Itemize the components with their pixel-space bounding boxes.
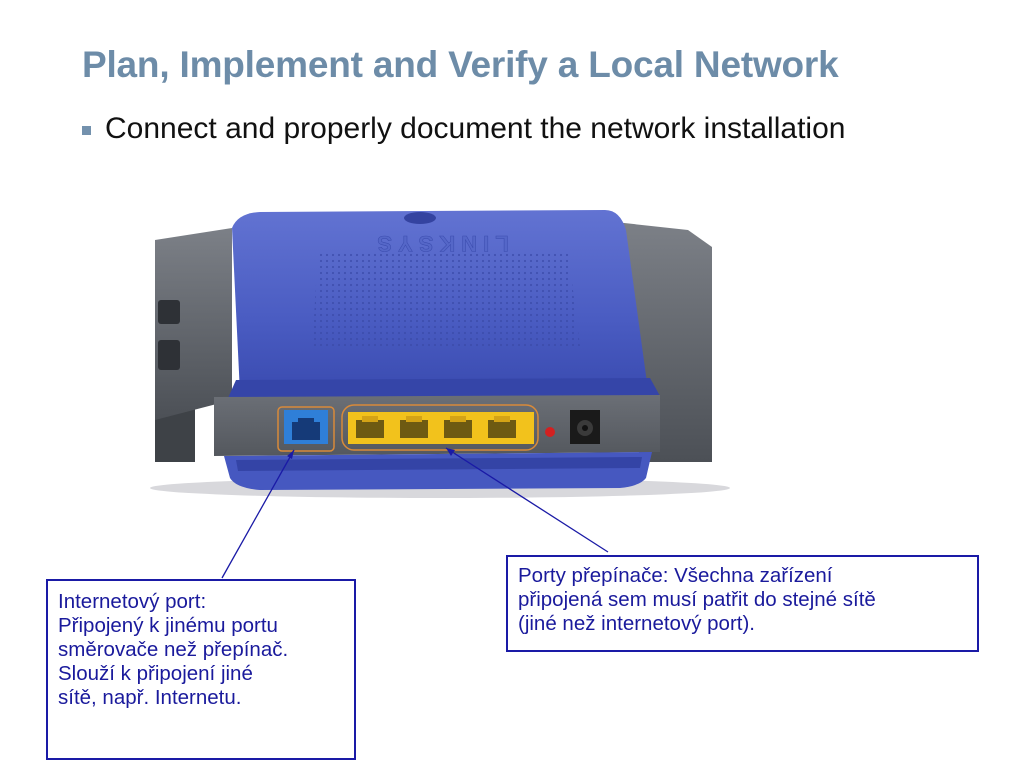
bullet-item: Connect and properly document the networ… [82, 112, 845, 146]
reset-button [545, 427, 555, 437]
router-left-side [155, 228, 232, 462]
lid-lip [228, 378, 660, 398]
bullet-marker [82, 125, 91, 135]
switch-ports-pointer [445, 447, 609, 553]
internet-port [277, 406, 335, 452]
switch-ports-callout: Porty přepínače: Všechna zařízení připoj… [506, 555, 979, 652]
switch-ports-callout-text: Porty přepínače: Všechna zařízení připoj… [518, 564, 876, 635]
lid-vents [312, 250, 580, 350]
switch-ports [341, 404, 539, 451]
power-jack [570, 410, 600, 444]
internet-port-callout: Internetový port: Připojený k jinému por… [46, 579, 356, 760]
internet-port-callout-text: Internetový port: Připojený k jinému por… [58, 590, 289, 709]
bullet-text: Connect and properly document the networ… [105, 112, 846, 145]
internet-port-arrowhead [287, 450, 294, 459]
switch-ports-arrowhead [446, 448, 455, 456]
slide-title: Plan, Implement and Verify a Local Netwo… [82, 44, 839, 85]
internet-port-pointer [221, 449, 295, 579]
base-grille [236, 457, 642, 471]
lid-notch [404, 212, 436, 224]
brand-logo: LINKSYS [371, 231, 508, 256]
